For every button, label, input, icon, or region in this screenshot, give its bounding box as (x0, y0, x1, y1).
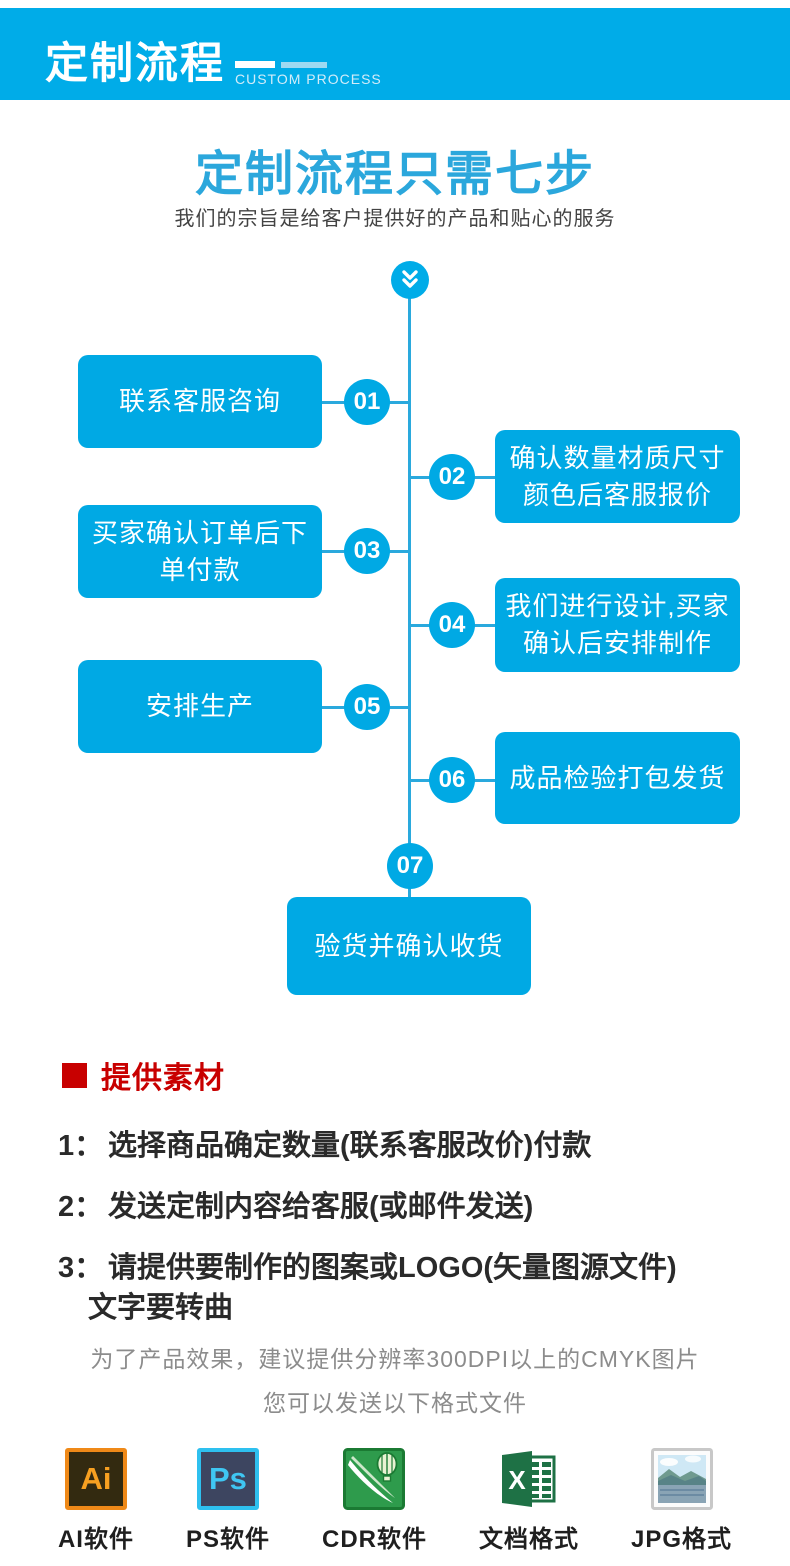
flow-step-text: 确认数量材质尺寸 (509, 442, 726, 473)
flow-step-text: 联系客服咨询 (118, 386, 281, 416)
note-line-1: 为了产品效果，建议提供分辨率300DPI以上的CMYK图片 (90, 1346, 700, 1372)
flow-step-box-04: 我们进行设计,买家确认后安排制作 (495, 578, 740, 672)
format-item-doc: X 文档格式 (479, 1448, 579, 1554)
flow-step-number-06: 06 (429, 757, 475, 803)
materials-item-number: 2： (58, 1191, 104, 1223)
ai-icon: Ai (64, 1448, 127, 1510)
format-item-cdr: CDR软件 (322, 1448, 427, 1554)
flow-vertical-line (408, 280, 411, 866)
banner-right: CUSTOM PROCESS (235, 61, 382, 86)
cdr-icon (343, 1448, 406, 1510)
flow-step-text: 确认后安排制作 (522, 628, 712, 658)
page-title: 定制流程只需七步 (194, 148, 595, 201)
banner: 定制流程 CUSTOM PROCESS (0, 8, 790, 100)
flow-step-text: 成品检验打包发货 (509, 762, 726, 793)
format-label: CDR软件 (321, 1526, 427, 1553)
materials-item-2: 2：发送定制内容给客服(或邮件发送) (58, 1187, 748, 1227)
flow-connector-line (408, 888, 411, 897)
materials-item-text: 选择商品确定数量(联系客服改价)付款 (108, 1130, 592, 1162)
ps-icon: Ps (196, 1448, 259, 1510)
flow-step-text: 验货并确认收货 (314, 930, 504, 961)
flow-step-box-01: 联系客服咨询 (78, 355, 322, 448)
flow-step-box-07: 验货并确认收货 (287, 897, 531, 995)
banner-content: 定制流程 CUSTOM PROCESS (45, 8, 382, 100)
flow-step-number-03: 03 (344, 528, 390, 574)
jpg-icon (650, 1448, 713, 1510)
flow-step-number-02: 02 (429, 454, 475, 500)
flow-step-number-07: 07 (387, 843, 433, 889)
svg-text:X: X (508, 1465, 526, 1495)
materials-item-text: 发送定制内容给客服(或邮件发送) (108, 1191, 534, 1223)
format-label: PS软件 (185, 1526, 270, 1553)
format-label: AI软件 (57, 1526, 134, 1553)
flow-step-box-05: 安排生产 (78, 660, 322, 753)
materials-item-number: 3： (58, 1252, 104, 1284)
flow-step-number-04: 04 (429, 602, 475, 648)
flow-step-number-01: 01 (344, 379, 390, 425)
dash-decoration (235, 61, 382, 68)
flow-step-number-05: 05 (344, 684, 390, 730)
flow-step-box-03: 买家确认订单后下单付款 (78, 505, 322, 598)
dash-light (281, 61, 327, 68)
flow-step-text: 我们进行设计,买家 (505, 591, 730, 621)
flow-step-text: 买家确认订单后下 (91, 517, 308, 548)
materials-item-3: 3：请提供要制作的图案或LOGO(矢量图源文件)文字要转曲 (58, 1248, 748, 1328)
page-subtitle: 我们的宗旨是给客户提供好的产品和贴心的服务 (174, 208, 616, 230)
flow-step-text: 单付款 (159, 554, 241, 585)
flow-step-text: 安排生产 (145, 691, 254, 721)
materials-item-text: 请提供要制作的图案或LOGO(矢量图源文件)文字要转曲 (88, 1252, 677, 1324)
banner-title: 定制流程 (45, 40, 225, 88)
format-label: JPG格式 (630, 1526, 733, 1553)
banner-subtitle: CUSTOM PROCESS (235, 71, 382, 87)
materials-item-number: 1： (58, 1130, 104, 1162)
flow-step-text: 颜色后客服报价 (522, 479, 712, 510)
materials-heading: 提供素材 (62, 1053, 225, 1097)
format-label: 文档格式 (478, 1526, 579, 1553)
materials-heading-label: 提供素材 (101, 1062, 225, 1095)
materials-item-1: 1：选择商品确定数量(联系客服改价)付款 (58, 1126, 748, 1166)
format-item-jpg: JPG格式 (631, 1448, 732, 1554)
doc-icon: X (498, 1448, 560, 1510)
flow-step-box-02: 确认数量材质尺寸颜色后客服报价 (495, 430, 740, 523)
chevron-down-icon (391, 261, 429, 299)
flow-step-box-06: 成品检验打包发货 (495, 732, 740, 824)
dash-white (235, 61, 275, 68)
note-line-2: 您可以发送以下格式文件 (263, 1390, 527, 1416)
red-square-bullet (62, 1062, 87, 1088)
